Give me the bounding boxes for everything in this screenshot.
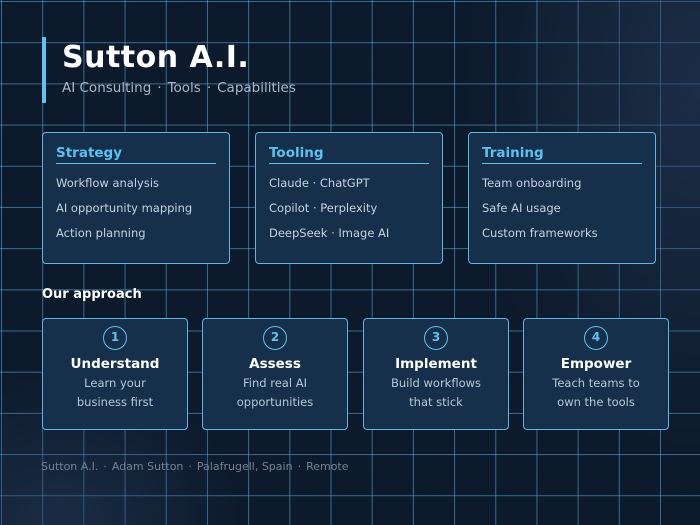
card-tooling: Tooling Claude · ChatGPT Copilot · Perpl… (255, 132, 443, 264)
footer: Sutton A.I. · Adam Sutton · Palafrugell, Spa… (41, 460, 349, 473)
subtitle-item: Capabilities (217, 80, 296, 96)
step-number-badge: 3 (424, 326, 448, 350)
footer-item: Sutton A.I. (41, 460, 99, 473)
subtitle: AI Consulting · Tools · Capabilities (62, 80, 296, 96)
card-title: Tooling (269, 145, 429, 164)
subtitle-item: Tools (167, 80, 201, 96)
step-description-line: Find real AI (243, 376, 307, 390)
card-item: Custom frameworks (482, 226, 598, 240)
card-item: AI opportunity mapping (56, 201, 193, 215)
footer-item: Adam Sutton (111, 460, 184, 473)
card-strategy: Strategy Workflow analysis AI opportunit… (42, 132, 230, 264)
step-description-line: Learn your (84, 376, 146, 390)
card-training: Training Team onboarding Safe AI usage C… (468, 132, 656, 264)
card-item: Workflow analysis (56, 176, 160, 190)
step-title: Implement (395, 356, 477, 372)
card-item: Copilot · Perplexity (269, 201, 378, 215)
footer-item: Remote (306, 460, 349, 473)
card-list: Claude · ChatGPT Copilot · Perplexity De… (269, 176, 429, 240)
step-title: Understand (70, 356, 160, 372)
header: Sutton A.I. AI Consulting · Tools · Capabili… (42, 37, 296, 103)
subtitle-separator: · (206, 80, 212, 96)
step-description-line: that stick (409, 395, 463, 409)
step-title: Assess (249, 356, 301, 372)
card-item: Safe AI usage (482, 201, 561, 215)
card-item: Action planning (56, 226, 146, 240)
card-list: Team onboarding Safe AI usage Custom fra… (482, 176, 642, 240)
footer-separator: · (188, 460, 192, 473)
footer-separator: · (297, 460, 302, 473)
step-number-badge: 4 (584, 326, 608, 350)
subtitle-item: AI Consulting (62, 80, 152, 96)
step-description: Find real AI opportunities (203, 374, 347, 412)
step-description: Learn your business first (43, 374, 187, 412)
page-title: Sutton A.I. (62, 40, 250, 75)
card-item: Team onboarding (482, 176, 582, 190)
card-item: Claude · ChatGPT (269, 176, 370, 190)
step-implement: 3 Implement Build workflows that stick (363, 318, 509, 430)
step-number-badge: 1 (103, 326, 127, 350)
footer-separator: · (103, 460, 107, 473)
step-description-line: Teach teams to (552, 376, 640, 390)
step-description: Teach teams to own the tools (524, 374, 668, 412)
section-heading: Our approach (42, 287, 142, 302)
step-assess: 2 Assess Find real AI opportunities (202, 318, 348, 430)
card-title: Strategy (56, 145, 216, 164)
step-description: Build workflows that stick (364, 374, 508, 412)
footer-item: Palafrugell, Spain (196, 460, 293, 473)
step-description-line: Build workflows (390, 376, 482, 390)
step-description-line: opportunities (236, 395, 314, 409)
step-empower: 4 Empower Teach teams to own the tools (523, 318, 669, 430)
step-title: Empower (560, 356, 632, 372)
subtitle-separator: · (157, 80, 162, 96)
card-list: Workflow analysis AI opportunity mapping… (56, 176, 216, 240)
step-understand: 1 Understand Learn your business first (42, 318, 188, 430)
step-description-line: own the tools (557, 395, 635, 409)
card-item: DeepSeek · Image AI (269, 226, 390, 240)
step-number-badge: 2 (263, 326, 287, 350)
step-description-line: business first (76, 395, 154, 409)
card-title: Training (482, 145, 642, 164)
